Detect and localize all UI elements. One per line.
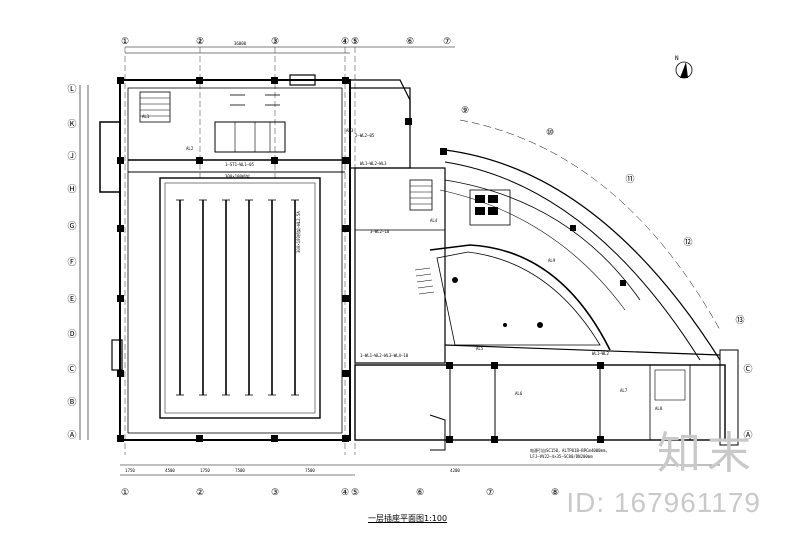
dim-bottom-3: 1750 [200, 468, 210, 473]
watermark-id: ID: 167961179 [566, 487, 761, 518]
axis-label-left-J: Ⓙ [67, 151, 76, 162]
axis-label-left-C: Ⓒ [67, 364, 76, 375]
axis-label-bottom-3: ③ [271, 488, 279, 498]
axis-label-arc-11: ⑪ [625, 174, 634, 185]
axis-label-left-A: Ⓐ [67, 430, 76, 441]
axis-label-arc-12: ⑫ [683, 237, 692, 248]
axis-label-left-B: Ⓑ [67, 397, 76, 408]
panel-label: AL6 [515, 391, 523, 396]
panel-label: AL2 [186, 146, 194, 151]
north-label: N [675, 55, 679, 62]
axis-label-top-7: ⑦ [443, 37, 451, 47]
dim-bottom-2: 4500 [165, 468, 175, 473]
axis-label-top-6: ⑥ [406, 37, 414, 47]
panel-label: AL8 [655, 406, 663, 411]
axis-label-top-5: ⑤ [351, 37, 359, 47]
dim-bottom-6: 4200 [450, 468, 460, 473]
drawing-title: 一层插座平面图1:100 [368, 514, 448, 523]
circuit-label-8: WL1—WL2 [592, 351, 609, 356]
note-line-2: LFJ—VV22—4×35—SC80/DN200mm [530, 454, 593, 459]
panel-label: AL1 [142, 114, 150, 119]
axis-label-top-4: ④ [341, 37, 349, 47]
axis-label-left-E: Ⓔ [67, 294, 76, 305]
panel-label: AL9 [548, 258, 556, 263]
watermark-logo: 知末 [657, 428, 757, 479]
axis-label-right-A: Ⓐ [743, 430, 752, 441]
circuit-label-5: WL1—WL2—WL3 [360, 161, 387, 166]
axis-label-arc-10: ⑩ [546, 128, 554, 138]
axis-label-left-L: Ⓛ [67, 84, 76, 95]
circuit-label-7: 300×100桥架—WL2.5A [295, 211, 301, 253]
dim-top-total: 36800 [234, 41, 247, 46]
axis-label-bottom-2: ② [196, 488, 204, 498]
dim-bottom-5: 7500 [305, 468, 315, 473]
axis-label-arc-9: ⑨ [461, 106, 469, 116]
axis-label-bottom-8: ⑧ [551, 488, 559, 498]
axis-label-bottom-4: ④ [341, 488, 349, 498]
dim-bottom-1: 1750 [125, 468, 135, 473]
circuit-label-2: 2—WL2—05 [355, 133, 375, 138]
circuit-label-3: 300×100桥架 [225, 173, 250, 179]
axis-label-left-D: Ⓓ [67, 329, 76, 340]
axis-label-left-G: Ⓖ [67, 221, 76, 232]
circuit-label-1: 1—ST1—WL1—05 [225, 162, 254, 167]
axis-label-top-2: ② [196, 37, 204, 47]
axis-label-left-K: Ⓚ [67, 119, 76, 130]
axis-label-right-C: Ⓒ [743, 364, 752, 375]
axis-label-bottom-1: ① [121, 488, 129, 498]
panel-label: AL5 [476, 346, 484, 351]
axis-label-left-H: Ⓗ [67, 184, 76, 195]
circuit-label-6: 1—WL1—WL2—WL3—WL4—10 [360, 353, 409, 358]
axis-label-bottom-7: ⑦ [486, 488, 494, 498]
axis-label-top-1: ① [121, 37, 129, 47]
axis-label-bottom-5: ⑤ [351, 488, 359, 498]
panel-label: AL3 [346, 128, 354, 133]
axis-label-top-3: ③ [271, 37, 279, 47]
axis-label-arc-13: ⑬ [735, 315, 744, 326]
north-arrow-icon: N [675, 55, 693, 79]
circuit-label-4: 3—WL2—10 [370, 229, 390, 234]
note-line-1: 电源引自SC150，ALTP01B—BPCm4000mm, [530, 447, 608, 453]
panel-label: AL4 [430, 218, 438, 223]
axis-label-left-F: Ⓕ [67, 257, 76, 268]
dim-bottom-4: 7500 [235, 468, 245, 473]
panel-label: AL7 [620, 388, 628, 393]
axis-label-bottom-6: ⑥ [416, 488, 424, 498]
